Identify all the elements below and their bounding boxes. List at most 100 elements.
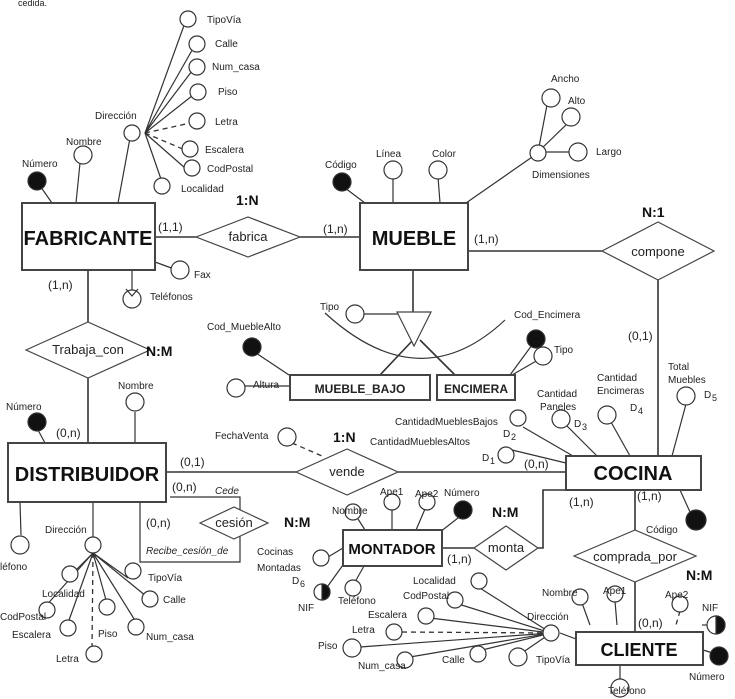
coc-d5-sub: 5 xyxy=(712,393,717,403)
coc-d2: D xyxy=(503,429,510,440)
cli-piso-label: Piso xyxy=(318,641,338,652)
coc-paneles-1: Cantidad xyxy=(537,389,577,400)
cocina-attributes: Cantidad Paneles D 3 Cantidad Encimeras … xyxy=(370,362,717,536)
rel-monta xyxy=(472,525,540,571)
mon-ape1-label: Ape1 xyxy=(380,487,404,498)
fab-codpostal-label: CodPostal xyxy=(207,164,253,175)
fab-nombre-label: Nombre xyxy=(66,137,102,148)
mueble-attributes: Código Línea Color Ancho Alto Largo Dime… xyxy=(325,74,622,204)
mult-comprada-por: N:M xyxy=(686,567,712,583)
mue-ancho-label: Ancho xyxy=(551,74,580,85)
fab-telefonos-label: Teléfonos xyxy=(150,292,193,303)
relationships: fabrica compone Trabaja_con vende cesión… xyxy=(24,216,716,583)
dis-numcasa-label: Num_casa xyxy=(146,632,194,643)
cli-direccion-label: Dirección xyxy=(527,612,569,623)
mb-altura-label: Altura xyxy=(253,380,280,391)
dis-escalera-label: Escalera xyxy=(12,630,51,641)
connectors xyxy=(87,236,659,632)
mon-nif-label: NIF xyxy=(298,603,314,614)
coc-d4: D xyxy=(630,403,637,414)
mue-largo-label: Largo xyxy=(596,147,622,158)
rel-trabaja-con xyxy=(24,321,152,379)
montador-attributes: Nombre Ape1 Ape2 Número Cocinas Montadas… xyxy=(257,487,480,614)
card-cli-comprada: (0,n) xyxy=(638,616,663,630)
rel-comprada-por-label: comprada_por xyxy=(593,549,677,564)
mue-linea-label: Línea xyxy=(376,149,401,160)
entity-encimera-label: ENCIMERA xyxy=(444,382,508,396)
entity-mueble xyxy=(359,202,469,271)
dis-direccion-label: Dirección xyxy=(45,525,87,536)
cli-nombre-label: Nombre xyxy=(542,588,578,599)
cli-numero-label: Número xyxy=(689,672,725,683)
dis-localidad-label: Localidad xyxy=(42,589,85,600)
entity-montador-label: MONTADOR xyxy=(348,541,435,558)
mon-d6-sub: 6 xyxy=(300,579,305,589)
entity-mueble-bajo-label: MUEBLE_BAJO xyxy=(315,382,406,396)
fab-numero-label: Número xyxy=(22,159,58,170)
mon-ape2-label: Ape2 xyxy=(415,489,439,500)
dis-numero-label: Número xyxy=(6,402,42,413)
entity-fabricante xyxy=(21,202,156,271)
card-coc-compone: (0,1) xyxy=(628,329,653,343)
mult-monta: N:M xyxy=(492,504,518,520)
fab-fax-label: Fax xyxy=(194,270,211,281)
rel-fabrica-label: fabrica xyxy=(228,229,268,244)
rel-comprada-por xyxy=(572,529,698,583)
cardinalities: (1,1) (1,n) (1,n) (0,1) (1,n) (0,n) (0,1… xyxy=(48,220,663,630)
fab-piso-label: Piso xyxy=(218,87,238,98)
card-coc-comprada: (1,n) xyxy=(637,489,662,503)
distribuidor-attributes: Número Nombre léfono Dirección Localidad… xyxy=(0,381,194,665)
coc-codigo-label: Código xyxy=(646,525,678,536)
entity-cliente-label: CLIENTE xyxy=(600,640,677,660)
mue-codigo-label: Código xyxy=(325,160,357,171)
rel-compone xyxy=(600,221,716,281)
coc-total-1: Total xyxy=(668,362,689,373)
entity-cocina xyxy=(565,455,702,491)
mon-nombre-label: Nombre xyxy=(332,506,368,517)
mue-alto-label: Alto xyxy=(568,96,586,107)
cli-nif-label: NIF xyxy=(702,603,718,614)
card-fab-fabrica: (1,1) xyxy=(158,220,183,234)
rel-compone-label: compone xyxy=(631,244,684,259)
vende-fecha-label: FechaVenta xyxy=(215,431,269,442)
coc-d1: D xyxy=(482,453,489,464)
entity-cocina-label: COCINA xyxy=(594,463,673,485)
fab-direccion-label: Dirección xyxy=(95,111,137,122)
coc-d5: D xyxy=(704,390,711,401)
mult-vende: 1:N xyxy=(333,429,356,445)
cli-ape1-label: Ape1 xyxy=(603,586,627,597)
cli-numcasa-label: Num_casa xyxy=(358,661,406,672)
card-coc-monta: (1,n) xyxy=(569,495,594,509)
entities: FABRICANTE MUEBLE MUEBLE_BAJO ENCIMERA D… xyxy=(7,202,704,666)
enc-cod-label: Cod_Encimera xyxy=(514,310,581,321)
coc-paneles-2: Paneles xyxy=(540,402,576,413)
card-fab-trabaja: (1,n) xyxy=(48,278,73,292)
cli-letra-label: Letra xyxy=(352,625,375,636)
rel-cesion-label: cesión xyxy=(215,515,253,530)
coc-encimeras-2: Encimeras xyxy=(597,386,644,397)
rel-cesion xyxy=(198,506,270,540)
coc-d3-sub: 3 xyxy=(582,422,587,432)
card-mue-compone: (1,n) xyxy=(474,232,499,246)
fab-escalera-label: Escalera xyxy=(205,145,244,156)
mult-fabrica: 1:N xyxy=(236,192,259,208)
entity-mueble-label: MUEBLE xyxy=(372,228,456,250)
coc-total-2: Muebles xyxy=(668,375,706,386)
entity-montador xyxy=(342,529,443,567)
coc-cant-altos: CantidadMueblesAltos xyxy=(370,437,470,448)
entity-distribuidor xyxy=(7,442,167,503)
entity-encimera xyxy=(436,374,516,401)
isa-triangle xyxy=(396,311,432,348)
entity-mueble-bajo xyxy=(289,374,431,401)
cliente-attributes: Localidad CodPostal Escalera Letra Piso … xyxy=(318,572,729,698)
dis-letra-label: Letra xyxy=(56,654,79,665)
card-coc-vende: (0,n) xyxy=(524,457,549,471)
rel-vende xyxy=(294,448,400,496)
entity-fabricante-label: FABRICANTE xyxy=(24,228,153,250)
coc-cant-bajos: CantidadMueblesBajos xyxy=(395,417,498,428)
fabricante-attributes: TipoVía Calle Num_casa Piso Letra Escale… xyxy=(22,10,260,309)
caption-text: cedida. xyxy=(18,0,47,8)
fab-localidad-label: Localidad xyxy=(181,184,224,195)
mult-trabaja-con: N:M xyxy=(146,343,172,359)
